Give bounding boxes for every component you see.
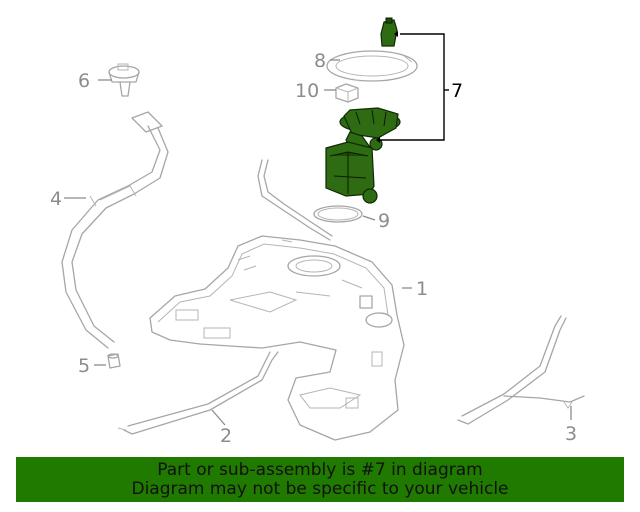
banner-line-2: Diagram may not be specific to your vehi… (131, 478, 509, 499)
retainer-clip-drawing (335, 83, 359, 103)
arrow-7-bottom (376, 137, 380, 143)
callout-7: 7 (451, 80, 463, 102)
leader-7 (378, 33, 445, 141)
seal-drawing (313, 205, 363, 223)
callout-6: 6 (78, 70, 90, 92)
vent-valve-drawing (108, 63, 140, 97)
callout-10: 10 (295, 80, 319, 102)
callout-4: 4 (50, 188, 62, 210)
callout-5: 5 (78, 355, 90, 377)
strap-3-drawing (457, 315, 585, 425)
arrow-7-top (394, 31, 398, 37)
callout-8: 8 (314, 50, 326, 72)
leader-9 (362, 215, 376, 221)
leader-2 (211, 409, 226, 426)
callout-9: 9 (378, 210, 390, 232)
callout-1: 1 (416, 278, 428, 300)
fuel-tank-drawing (149, 235, 405, 441)
strap-2-drawing (117, 351, 279, 435)
plug-drawing (107, 353, 121, 369)
lock-ring-drawing (326, 50, 418, 82)
filler-pipe-drawing (61, 111, 333, 349)
callout-2: 2 (220, 425, 232, 447)
fitment-notice-banner: Part or sub-assembly is #7 in diagram Di… (16, 457, 624, 502)
banner-line-1: Part or sub-assembly is #7 in diagram (157, 459, 483, 480)
callout-3: 3 (565, 423, 577, 445)
fuel-pump-assembly-highlight (325, 17, 401, 204)
parts-diagram: 1 2 3 4 5 6 7 8 9 10 (50, 17, 585, 447)
